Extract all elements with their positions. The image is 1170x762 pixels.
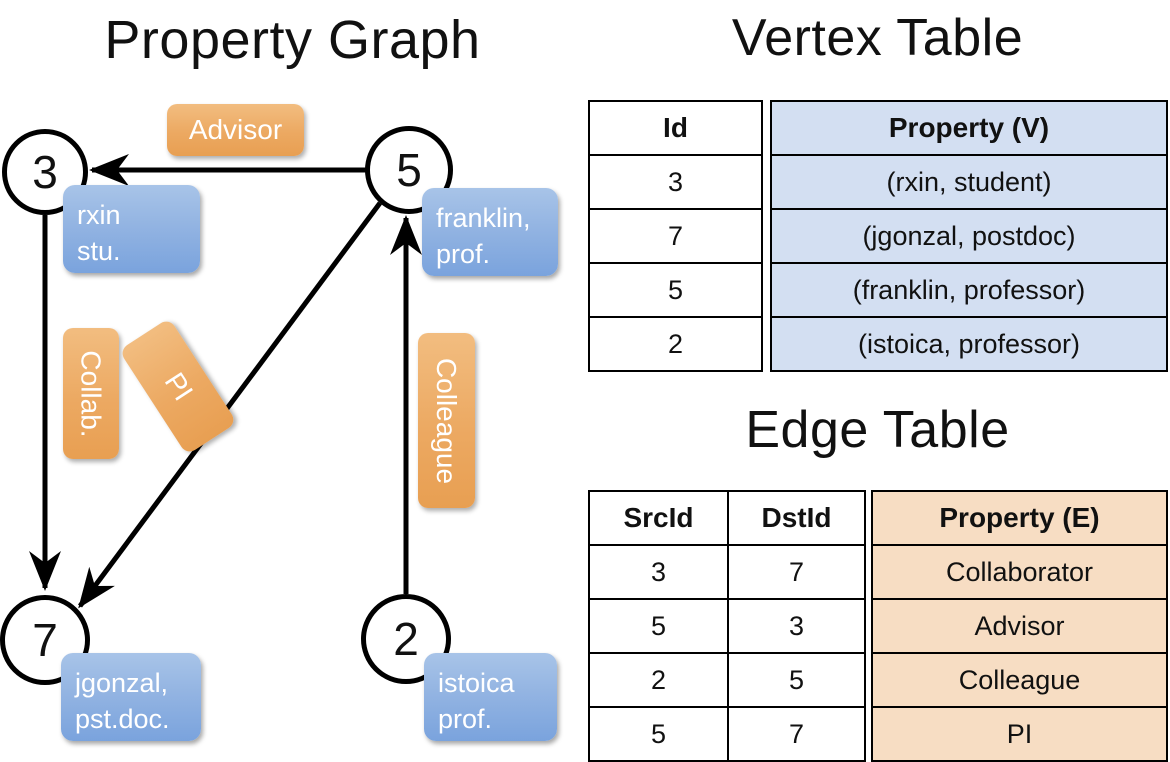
edge-table-cell-srcid: 5 [588, 706, 729, 762]
edge-label-collab: Collab. [63, 328, 119, 459]
table-row[interactable]: 2 5 [588, 652, 866, 708]
table-row[interactable]: 2 [588, 316, 763, 372]
table-header-row: Id [588, 100, 763, 156]
page-title-vertex-table: Vertex Table [731, 9, 1024, 67]
vertex-property-box-7-line1: jgonzal, [75, 668, 169, 698]
vertex-property-box-5-line1: franklin, [436, 203, 531, 233]
graph-node-7-label: 7 [32, 614, 58, 666]
vertex-property-box-2-line1: istoica [438, 668, 515, 698]
page-title-property-graph: Property Graph [104, 10, 481, 70]
graph-edge-lines [29, 154, 422, 609]
edge-table-cell-property: Advisor [871, 598, 1168, 654]
table-row[interactable]: (franklin, professor) [770, 262, 1168, 318]
vertex-property-box-7: jgonzal, pst.doc. [61, 653, 201, 741]
page-title-edge-table: Edge Table [745, 401, 1010, 459]
vertex-table-id-column: Id 3 7 5 2 [588, 100, 763, 372]
table-row[interactable]: 3 7 [588, 544, 866, 600]
edge-table-cell-dstid: 3 [727, 598, 866, 654]
graph-node-5[interactable]: 5 [365, 126, 453, 214]
vertex-table-header-id: Id [588, 100, 763, 156]
edge-label-pi-text: PI [158, 366, 199, 406]
edge-table-header-dstid: DstId [727, 490, 866, 546]
table-row[interactable]: Colleague [871, 652, 1168, 708]
vertex-table-cell-id: 7 [588, 208, 763, 264]
vertex-table-cell-id: 3 [588, 154, 763, 210]
edge-table-src-dst-columns: SrcId DstId 3 7 5 3 2 5 5 7 [588, 490, 866, 762]
table-header-row: Property (V) [770, 100, 1168, 156]
vertex-table-cell-id: 2 [588, 316, 763, 372]
table-row[interactable]: Collaborator [871, 544, 1168, 600]
edge-table-header-srcid: SrcId [588, 490, 729, 546]
table-row[interactable]: 7 [588, 208, 763, 264]
edge-label-advisor-text: Advisor [188, 114, 283, 145]
graph-node-5-label: 5 [396, 144, 422, 196]
table-row[interactable]: 5 3 [588, 598, 866, 654]
vertex-property-box-5: franklin, prof. [422, 188, 558, 276]
property-graph-diagram: 3 5 7 2 rxin stu. franklin, prof. jgonza… [0, 0, 585, 760]
vertex-property-box-7-line2: pst.doc. [75, 704, 170, 734]
vertex-property-box-3: rxin stu. [63, 185, 200, 273]
edge-table-cell-dstid: 7 [727, 706, 866, 762]
vertex-table-cell-property: (rxin, student) [770, 154, 1168, 210]
edge-label-advisor: Advisor [167, 104, 304, 156]
table-row[interactable]: 3 [588, 154, 763, 210]
graph-node-3-label: 3 [32, 146, 58, 198]
edge-table-cell-property: Colleague [871, 652, 1168, 708]
table-row[interactable]: Advisor [871, 598, 1168, 654]
table-row[interactable]: PI [871, 706, 1168, 762]
edge-table-cell-dstid: 5 [727, 652, 866, 708]
table-row[interactable]: 5 [588, 262, 763, 318]
edge-table-header-property: Property (E) [871, 490, 1168, 546]
vertex-property-box-5-line2: prof. [436, 239, 491, 269]
table-row[interactable]: (jgonzal, postdoc) [770, 208, 1168, 264]
edge-label-collab-text: Collab. [76, 349, 108, 438]
edge-table-cell-property: Collaborator [871, 544, 1168, 600]
edge-table-property-column: Property (E) Collaborator Advisor Collea… [871, 490, 1168, 762]
vertex-property-box-3-line1: rxin [77, 200, 121, 230]
edge-table-cell-dstid: 7 [727, 544, 866, 600]
edge-label-colleague-text: Colleague [431, 357, 463, 484]
vertex-table-header-property: Property (V) [770, 100, 1168, 156]
table-row[interactable]: (rxin, student) [770, 154, 1168, 210]
edge-table-cell-srcid: 3 [588, 544, 729, 600]
vertex-table-cell-property: (jgonzal, postdoc) [770, 208, 1168, 264]
edge-line-5-to-7 [77, 201, 383, 609]
vertex-table-cell-property: (franklin, professor) [770, 262, 1168, 318]
vertex-table-property-column: Property (V) (rxin, student) (jgonzal, p… [770, 100, 1168, 372]
graph-node-2-label: 2 [393, 613, 419, 665]
table-header-row: Property (E) [871, 490, 1168, 546]
graph-node-2[interactable]: 2 [361, 594, 451, 684]
vertex-property-box-2-line2: prof. [438, 704, 493, 734]
edge-table-cell-property: PI [871, 706, 1168, 762]
edge-table-cell-srcid: 2 [588, 652, 729, 708]
table-header-row: SrcId DstId [588, 490, 866, 546]
vertex-property-box-3-line2: stu. [77, 236, 121, 266]
edge-label-colleague: Colleague [418, 333, 475, 508]
table-row[interactable]: (istoica, professor) [770, 316, 1168, 372]
vertex-table-cell-property: (istoica, professor) [770, 316, 1168, 372]
vertex-table-cell-id: 5 [588, 262, 763, 318]
table-row[interactable]: 5 7 [588, 706, 866, 762]
vertex-property-box-2: istoica prof. [424, 653, 557, 741]
edge-table-cell-srcid: 5 [588, 598, 729, 654]
